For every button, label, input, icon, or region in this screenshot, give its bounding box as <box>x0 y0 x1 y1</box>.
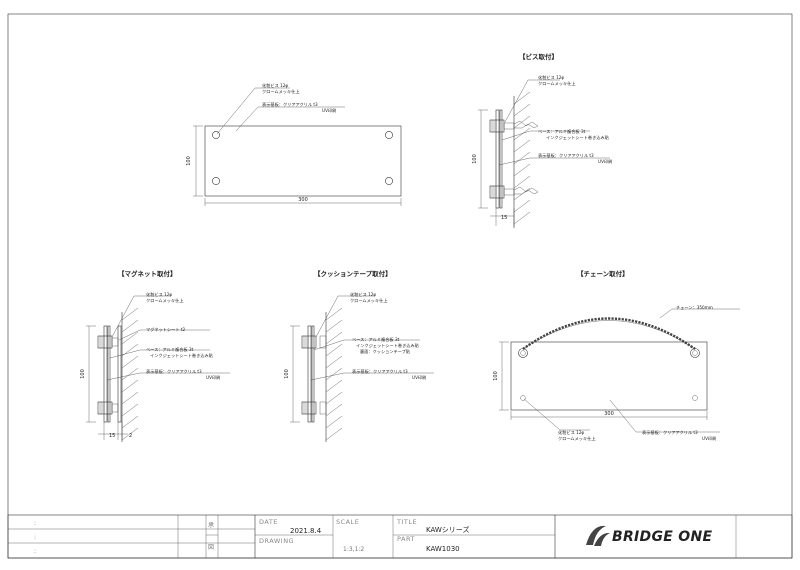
magnet-mount-view: 【マグネット取付】 化粧ビス 12φ クロームメッキ仕上 マグネットシート t2… <box>80 269 230 442</box>
tb-date-label: DATE <box>259 518 278 526</box>
svg-text:UV印刷: UV印刷 <box>702 435 716 442</box>
svg-text:クロームメッキ仕上: クロームメッキ仕上 <box>538 80 576 87</box>
chain-mount-view: 【チェーン取付】 チェーン：350mm 化粧ビス 12φ クロームメッキ仕上 表… <box>493 269 740 442</box>
tb-title-label: TITLE <box>396 518 417 526</box>
dim-height: 100 <box>186 156 192 166</box>
svg-text:マグネットシート t2: マグネットシート t2 <box>146 326 185 333</box>
svg-text:表示基板：クリアアクリル t3: 表示基板：クリアアクリル t3 <box>642 429 698 436</box>
svg-text:クロームメッキ仕上: クロームメッキ仕上 <box>350 297 388 304</box>
svg-text:表示基板：クリアアクリル t3: 表示基板：クリアアクリル t3 <box>352 368 408 375</box>
tb-date-value: 2021.8.4 <box>290 527 322 535</box>
svg-text:インクジェットシート巻き込み貼: インクジェットシート巻き込み貼 <box>150 352 214 359</box>
svg-text:100: 100 <box>80 369 86 379</box>
svg-text:15: 15 <box>109 433 115 439</box>
svg-text:ベース：アルミ複合板 3t: ベース：アルミ複合板 3t <box>538 128 586 135</box>
tb-stamp-approve: 承 <box>208 521 214 529</box>
tb-title-value: KAWシリーズ <box>426 525 469 534</box>
svg-text:表示基板：クリアアクリル t3: 表示基板：クリアアクリル t3 <box>146 368 202 375</box>
tb-scale-value: 1:3,1:2 <box>343 546 364 553</box>
tb-drawing-label: DRAWING <box>259 537 294 545</box>
svg-text:UV印刷: UV印刷 <box>206 374 220 381</box>
svg-text:100: 100 <box>284 369 290 379</box>
note-uv: UV印刷 <box>322 107 336 114</box>
svg-text:100: 100 <box>493 371 499 381</box>
chain-panel <box>510 341 708 411</box>
svg-text:インクジェットシート巻き込み貼: インクジェットシート巻き込み貼 <box>546 134 610 141</box>
svg-text:クロームメッキ仕上: クロームメッキ仕上 <box>558 435 596 442</box>
svg-text:ベース：アルミ複合板 3t: ベース：アルミ複合板 3t <box>146 346 194 353</box>
section-title-screw: 【ビス取付】 <box>519 52 558 61</box>
screw-mount-view: 【ビス取付】 化粧ビス 12φ クロームメッキ仕上 ベース：アルミ複合板 <box>472 52 612 228</box>
svg-text:15: 15 <box>501 215 507 221</box>
tb-stamp-draw: 図 <box>208 544 214 551</box>
screw-hole-icon <box>385 177 393 185</box>
section-title-chain: 【チェーン取付】 <box>577 269 629 278</box>
brand-logo-icon <box>586 525 610 546</box>
svg-text:裏面：クッションテープ貼: 裏面：クッションテープ貼 <box>360 348 411 355</box>
svg-text:100: 100 <box>472 154 478 164</box>
note-face-board: 表示基板：クリアアクリル t3 <box>262 101 318 108</box>
cushion-mount-view: 【クッションテープ取付】 化粧ビス 12φ クロームメッキ仕上 ベース：アルミ複… <box>284 269 434 442</box>
tb-colon-1: : <box>34 520 36 527</box>
note-chrome: クロームメッキ仕上 <box>262 88 300 95</box>
svg-text:UV印刷: UV印刷 <box>412 374 426 381</box>
tb-colon-3: : <box>34 548 36 555</box>
brand-name: BRIDGE ONE <box>612 529 713 545</box>
section-title-cushion: 【クッションテープ取付】 <box>314 269 392 278</box>
svg-text:表示基板：クリアアクリル t3: 表示基板：クリアアクリル t3 <box>538 152 594 159</box>
tb-part-label: PART <box>397 535 415 543</box>
screw-hole-icon <box>385 131 393 139</box>
svg-text:化粧ビス 12φ: 化粧ビス 12φ <box>558 429 584 436</box>
screw-hole-icon <box>212 131 220 139</box>
svg-text:ベース：アルミ複合板 3t: ベース：アルミ複合板 3t <box>352 336 400 343</box>
svg-text:300: 300 <box>604 411 614 417</box>
svg-text:化粧ビス 12φ: 化粧ビス 12φ <box>538 74 564 81</box>
title-block: : : : 承 図 DATE 2021.8.4 DRAWING SCALE 1:… <box>7 514 793 559</box>
svg-text:化粧ビス 12φ: 化粧ビス 12φ <box>146 291 172 298</box>
dim-width: 300 <box>298 197 308 203</box>
tb-colon-2: : <box>34 534 36 541</box>
svg-text:化粧ビス 12φ: 化粧ビス 12φ <box>350 291 376 298</box>
section-title-magnet: 【マグネット取付】 <box>118 269 177 278</box>
sheet-border <box>7 13 793 559</box>
tb-scale-label: SCALE <box>336 518 359 526</box>
front-panel <box>204 125 402 197</box>
front-view: 化粧ビス 12φ クロームメッキ仕上 表示基板：クリアアクリル t3 UV印刷 … <box>186 82 402 206</box>
tb-part-value: KAW1030 <box>426 545 460 553</box>
chain-icon <box>522 317 696 350</box>
svg-text:インクジェットシート巻き込み貼: インクジェットシート巻き込み貼 <box>356 342 420 349</box>
svg-text:2: 2 <box>129 433 132 439</box>
svg-text:UV印刷: UV印刷 <box>598 158 612 165</box>
note-cosmetic-screw: 化粧ビス 12φ <box>262 82 288 89</box>
screw-hole-icon <box>212 177 220 185</box>
svg-text:チェーン：350mm: チェーン：350mm <box>676 305 713 311</box>
svg-text:クロームメッキ仕上: クロームメッキ仕上 <box>146 297 184 304</box>
